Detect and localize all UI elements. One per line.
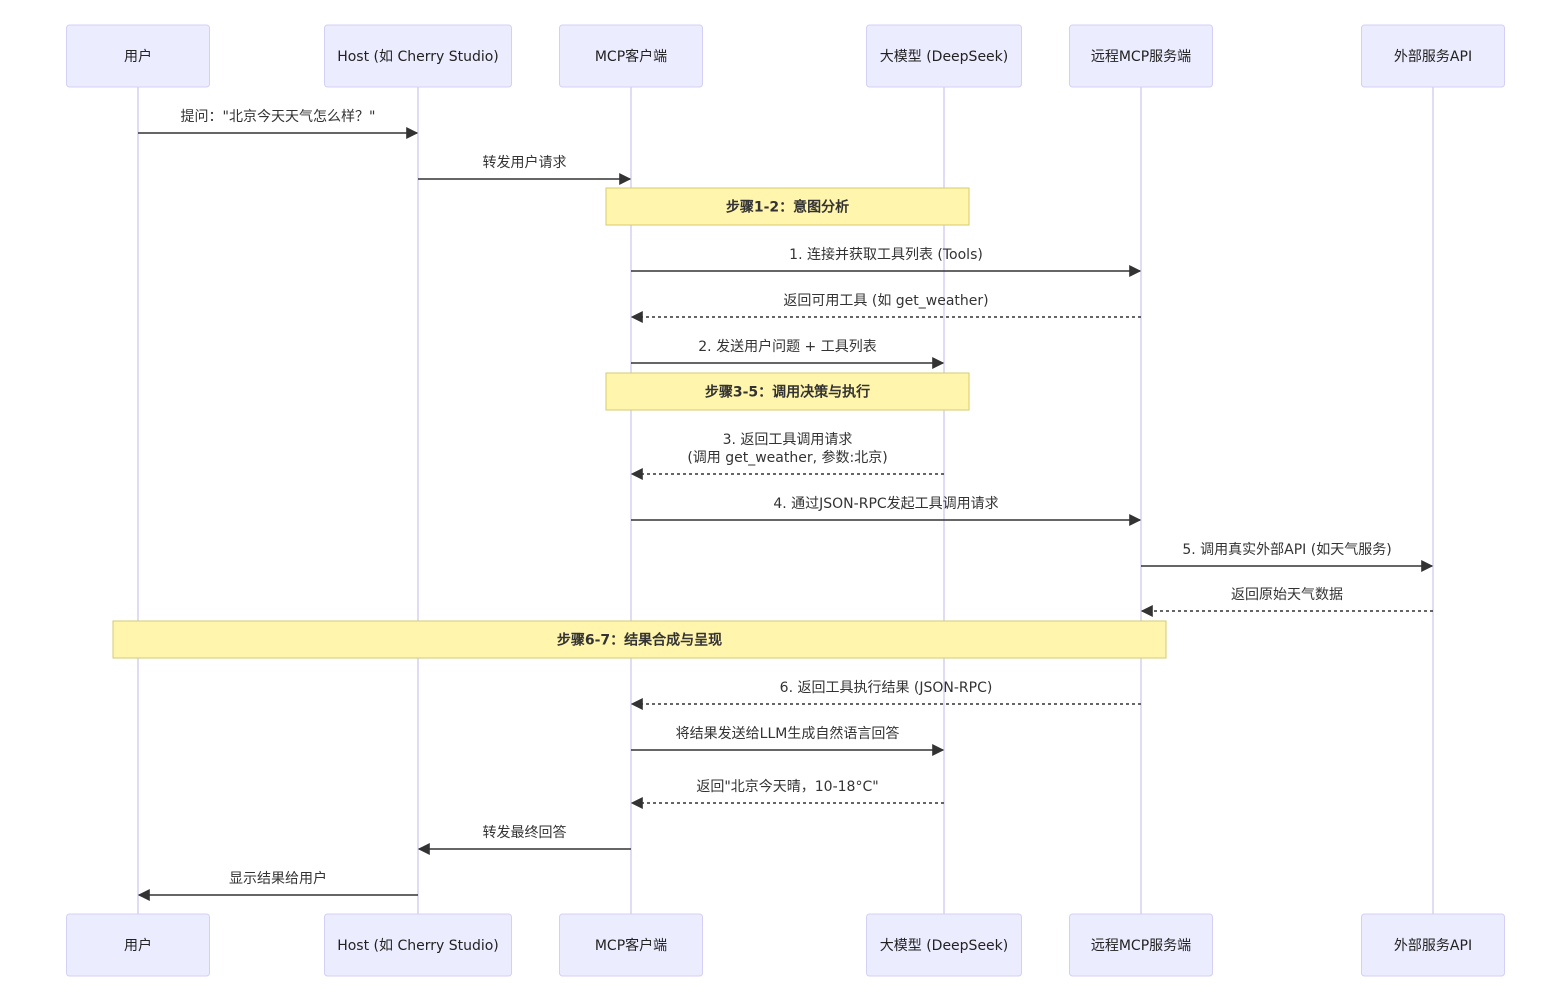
message-label: 提问："北京今天天气怎么样？" xyxy=(181,109,376,125)
actor-top-llm: 大模型 (DeepSeek) xyxy=(866,24,1022,88)
actor-box xyxy=(324,24,512,88)
actor-top-client: MCP客户端 xyxy=(559,24,703,88)
message-15: 转发最终回答 xyxy=(417,824,631,855)
message-label: 4. 通过JSON-RPC发起工具调用请求 xyxy=(773,496,998,512)
note-label: 步骤6-7：结果合成与呈现 xyxy=(557,632,722,649)
actor-label: 远程MCP服务端 xyxy=(1091,938,1191,954)
actor-label: 远程MCP服务端 xyxy=(1091,49,1191,65)
actor-box xyxy=(559,913,703,977)
actor-label: MCP客户端 xyxy=(595,937,667,954)
message-1: 转发用户请求 xyxy=(418,154,632,185)
message-0: 提问："北京今天天气怎么样？" xyxy=(138,109,419,139)
message-16: 显示结果给用户 xyxy=(137,870,418,901)
message-label: 转发最终回答 xyxy=(483,824,567,841)
message-label: 返回可用工具 (如 get_weather) xyxy=(783,293,988,309)
actor-box xyxy=(866,24,1022,88)
message-label: (调用 get_weather, 参数:北京) xyxy=(687,449,887,466)
actor-box xyxy=(866,913,1022,977)
message-label: 1. 连接并获取工具列表 (Tools) xyxy=(789,246,983,263)
actor-bottom-server: 远程MCP服务端 xyxy=(1069,913,1213,977)
note-2: 步骤1-2：意图分析 xyxy=(605,187,970,226)
note-11: 步骤6-7：结果合成与呈现 xyxy=(112,620,1167,659)
note-6: 步骤3-5：调用决策与执行 xyxy=(605,372,970,411)
message-label: 显示结果给用户 xyxy=(229,870,327,887)
actor-label: 用户 xyxy=(124,48,152,65)
actor-box xyxy=(324,913,512,977)
actor-box xyxy=(1069,913,1213,977)
actor-top-api: 外部服务API xyxy=(1361,24,1505,88)
message-label: 2. 发送用户问题 + 工具列表 xyxy=(698,338,876,355)
actor-label: 大模型 (DeepSeek) xyxy=(880,938,1009,954)
note-label: 步骤3-5：调用决策与执行 xyxy=(705,384,870,401)
message-8: 4. 通过JSON-RPC发起工具调用请求 xyxy=(631,496,1142,526)
actor-box xyxy=(66,24,210,88)
message-label: 将结果发送给LLM生成自然语言回答 xyxy=(676,725,900,742)
actor-box xyxy=(66,913,210,977)
actor-box xyxy=(1361,913,1505,977)
message-label: 6. 返回工具执行结果 (JSON-RPC) xyxy=(780,680,993,696)
note-box xyxy=(112,620,1167,659)
actor-label: Host (如 Cherry Studio) xyxy=(337,938,499,954)
message-4: 返回可用工具 (如 get_weather) xyxy=(630,293,1141,323)
actor-top-host: Host (如 Cherry Studio) xyxy=(324,24,512,88)
actor-top-server: 远程MCP服务端 xyxy=(1069,24,1213,88)
actor-label: 外部服务API xyxy=(1394,938,1472,954)
message-label: 转发用户请求 xyxy=(483,154,567,171)
message-3: 1. 连接并获取工具列表 (Tools) xyxy=(631,246,1142,277)
message-13: 将结果发送给LLM生成自然语言回答 xyxy=(631,725,945,756)
note-box xyxy=(605,372,970,411)
actor-bottom-host: Host (如 Cherry Studio) xyxy=(324,913,512,977)
actor-bottom-client: MCP客户端 xyxy=(559,913,703,977)
actor-box xyxy=(1361,24,1505,88)
actor-box xyxy=(1069,24,1213,88)
actor-bottom-llm: 大模型 (DeepSeek) xyxy=(866,913,1022,977)
message-label: 返回"北京今天晴，10-18°C" xyxy=(696,779,878,795)
message-9: 5. 调用真实外部API (如天气服务) xyxy=(1141,542,1434,572)
actor-label: 用户 xyxy=(124,937,152,954)
actor-label: 外部服务API xyxy=(1394,49,1472,65)
message-label: 5. 调用真实外部API (如天气服务) xyxy=(1182,542,1391,558)
actor-top-user: 用户 xyxy=(66,24,210,88)
message-label: 3. 返回工具调用请求 xyxy=(723,432,853,448)
actor-label: MCP客户端 xyxy=(595,48,667,65)
note-label: 步骤1-2：意图分析 xyxy=(726,199,849,216)
message-7: 3. 返回工具调用请求(调用 get_weather, 参数:北京) xyxy=(630,432,944,480)
actor-bottom-user: 用户 xyxy=(66,913,210,977)
message-12: 6. 返回工具执行结果 (JSON-RPC) xyxy=(630,680,1141,710)
actor-bottom-api: 外部服务API xyxy=(1361,913,1505,977)
message-14: 返回"北京今天晴，10-18°C" xyxy=(630,779,944,809)
note-box xyxy=(605,187,970,226)
message-label: 返回原始天气数据 xyxy=(1231,587,1343,603)
actor-label: Host (如 Cherry Studio) xyxy=(337,49,499,65)
actor-label: 大模型 (DeepSeek) xyxy=(880,49,1009,65)
message-10: 返回原始天气数据 xyxy=(1140,587,1433,617)
messages-layer: 提问："北京今天天气怎么样？" 转发用户请求 1. 连接并获取工具列表 (Tools… xyxy=(137,109,1434,901)
actor-box xyxy=(559,24,703,88)
message-5: 2. 发送用户问题 + 工具列表 xyxy=(631,338,945,369)
